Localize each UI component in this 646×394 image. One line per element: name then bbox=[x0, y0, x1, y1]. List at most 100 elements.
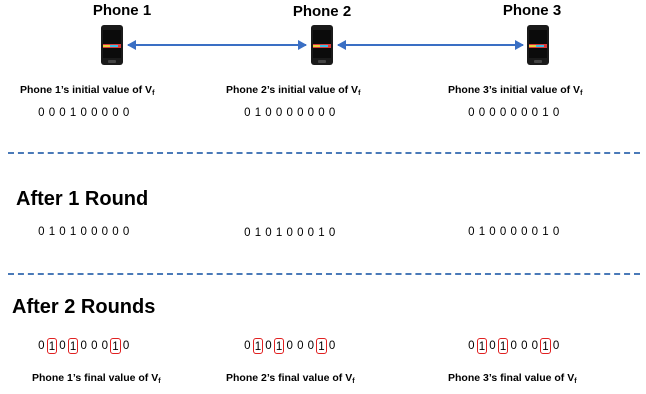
phone-2-icon bbox=[311, 25, 333, 65]
bit: 0 bbox=[499, 107, 507, 119]
bit: 0 bbox=[468, 226, 475, 238]
bit: 0 bbox=[275, 107, 283, 119]
bit: 0 bbox=[531, 226, 539, 238]
bit: 0 bbox=[244, 107, 251, 119]
round-1-title: After 1 Round bbox=[16, 188, 149, 210]
bit: 0 bbox=[38, 107, 45, 119]
bit: 0 bbox=[91, 340, 98, 352]
bit: 0 bbox=[297, 227, 304, 239]
bit: 0 bbox=[531, 107, 539, 119]
highlighted-bit: 1 bbox=[540, 338, 551, 354]
bit: 0 bbox=[112, 107, 119, 119]
bit: 0 bbox=[38, 340, 45, 352]
bit: 0 bbox=[552, 340, 560, 352]
bit: 0 bbox=[286, 227, 293, 239]
bit: 1 bbox=[318, 227, 325, 239]
bit: 0 bbox=[38, 226, 45, 238]
bit: 0 bbox=[510, 226, 517, 238]
section-divider-2 bbox=[8, 273, 640, 275]
bit: 0 bbox=[489, 107, 496, 119]
bit: 0 bbox=[297, 107, 304, 119]
phone-3-initial-label: Phone 3’s initial value of Vf bbox=[448, 84, 583, 97]
bit: 0 bbox=[80, 107, 87, 119]
bit: 0 bbox=[286, 340, 293, 352]
bit: 0 bbox=[80, 340, 87, 352]
bit: 0 bbox=[318, 107, 325, 119]
bit: 0 bbox=[521, 107, 528, 119]
highlighted-bit: 1 bbox=[497, 338, 509, 354]
bit: 0 bbox=[328, 227, 336, 239]
bit: 1 bbox=[254, 107, 262, 119]
bit: 0 bbox=[468, 107, 475, 119]
bit: 1 bbox=[542, 226, 549, 238]
bit: 0 bbox=[297, 340, 304, 352]
bit: 0 bbox=[328, 107, 336, 119]
bit: 1 bbox=[69, 226, 77, 238]
bit: 0 bbox=[510, 107, 517, 119]
bit: 0 bbox=[59, 107, 66, 119]
phone-1-final-label: Phone 1’s final value of Vf bbox=[32, 372, 161, 385]
phone-2-final-label: Phone 2’s final value of Vf bbox=[226, 372, 355, 385]
bit: 0 bbox=[489, 340, 496, 352]
bit: 0 bbox=[521, 340, 528, 352]
bit: 1 bbox=[69, 107, 77, 119]
phone-1-title: Phone 1 bbox=[92, 2, 152, 19]
bit: 0 bbox=[307, 227, 315, 239]
bit: 0 bbox=[499, 226, 507, 238]
highlighted-bit: 1 bbox=[316, 338, 327, 354]
bit: 0 bbox=[59, 340, 66, 352]
bit: 0 bbox=[59, 226, 66, 238]
bit: 0 bbox=[521, 226, 528, 238]
bit: 1 bbox=[478, 226, 486, 238]
phone-2-title: Phone 2 bbox=[292, 3, 352, 20]
bit: 0 bbox=[122, 226, 130, 238]
phone-3-icon bbox=[527, 25, 549, 65]
highlighted-bit: 1 bbox=[46, 338, 58, 354]
bit: 0 bbox=[265, 107, 272, 119]
phone-3-final-label: Phone 3’s final value of Vf bbox=[448, 372, 577, 385]
bit: 0 bbox=[552, 226, 560, 238]
bit: 0 bbox=[552, 107, 560, 119]
bit: 0 bbox=[265, 227, 272, 239]
phone-3-title: Phone 3 bbox=[502, 2, 562, 19]
bit: 0 bbox=[122, 340, 130, 352]
bit: 0 bbox=[101, 226, 109, 238]
bit: 1 bbox=[48, 226, 56, 238]
bit: 0 bbox=[244, 227, 251, 239]
bit: 0 bbox=[48, 107, 56, 119]
phone-1-icon bbox=[101, 25, 123, 65]
bit: 0 bbox=[244, 340, 251, 352]
bit: 0 bbox=[80, 226, 87, 238]
bit: 0 bbox=[91, 226, 98, 238]
section-divider-1 bbox=[8, 152, 640, 154]
phone-2-initial-label: Phone 2’s initial value of Vf bbox=[226, 84, 361, 97]
bit: 0 bbox=[531, 340, 539, 352]
bit: 0 bbox=[101, 340, 109, 352]
bit: 0 bbox=[122, 107, 130, 119]
bit: 0 bbox=[468, 340, 475, 352]
connection-arrows bbox=[127, 40, 524, 50]
highlighted-bit: 1 bbox=[67, 338, 79, 354]
highlighted-bit: 1 bbox=[273, 338, 285, 354]
bit: 1 bbox=[254, 227, 262, 239]
bit: 0 bbox=[328, 340, 336, 352]
bit: 1 bbox=[275, 227, 283, 239]
highlighted-bit: 1 bbox=[476, 338, 488, 354]
round-2-title: After 2 Rounds bbox=[12, 296, 156, 318]
bit: 0 bbox=[112, 226, 119, 238]
phone-1-initial-label: Phone 1’s initial value of Vf bbox=[20, 84, 155, 97]
highlighted-bit: 1 bbox=[252, 338, 264, 354]
bit: 1 bbox=[542, 107, 549, 119]
bit: 0 bbox=[91, 107, 98, 119]
bit: 0 bbox=[478, 107, 486, 119]
bit: 0 bbox=[510, 340, 517, 352]
